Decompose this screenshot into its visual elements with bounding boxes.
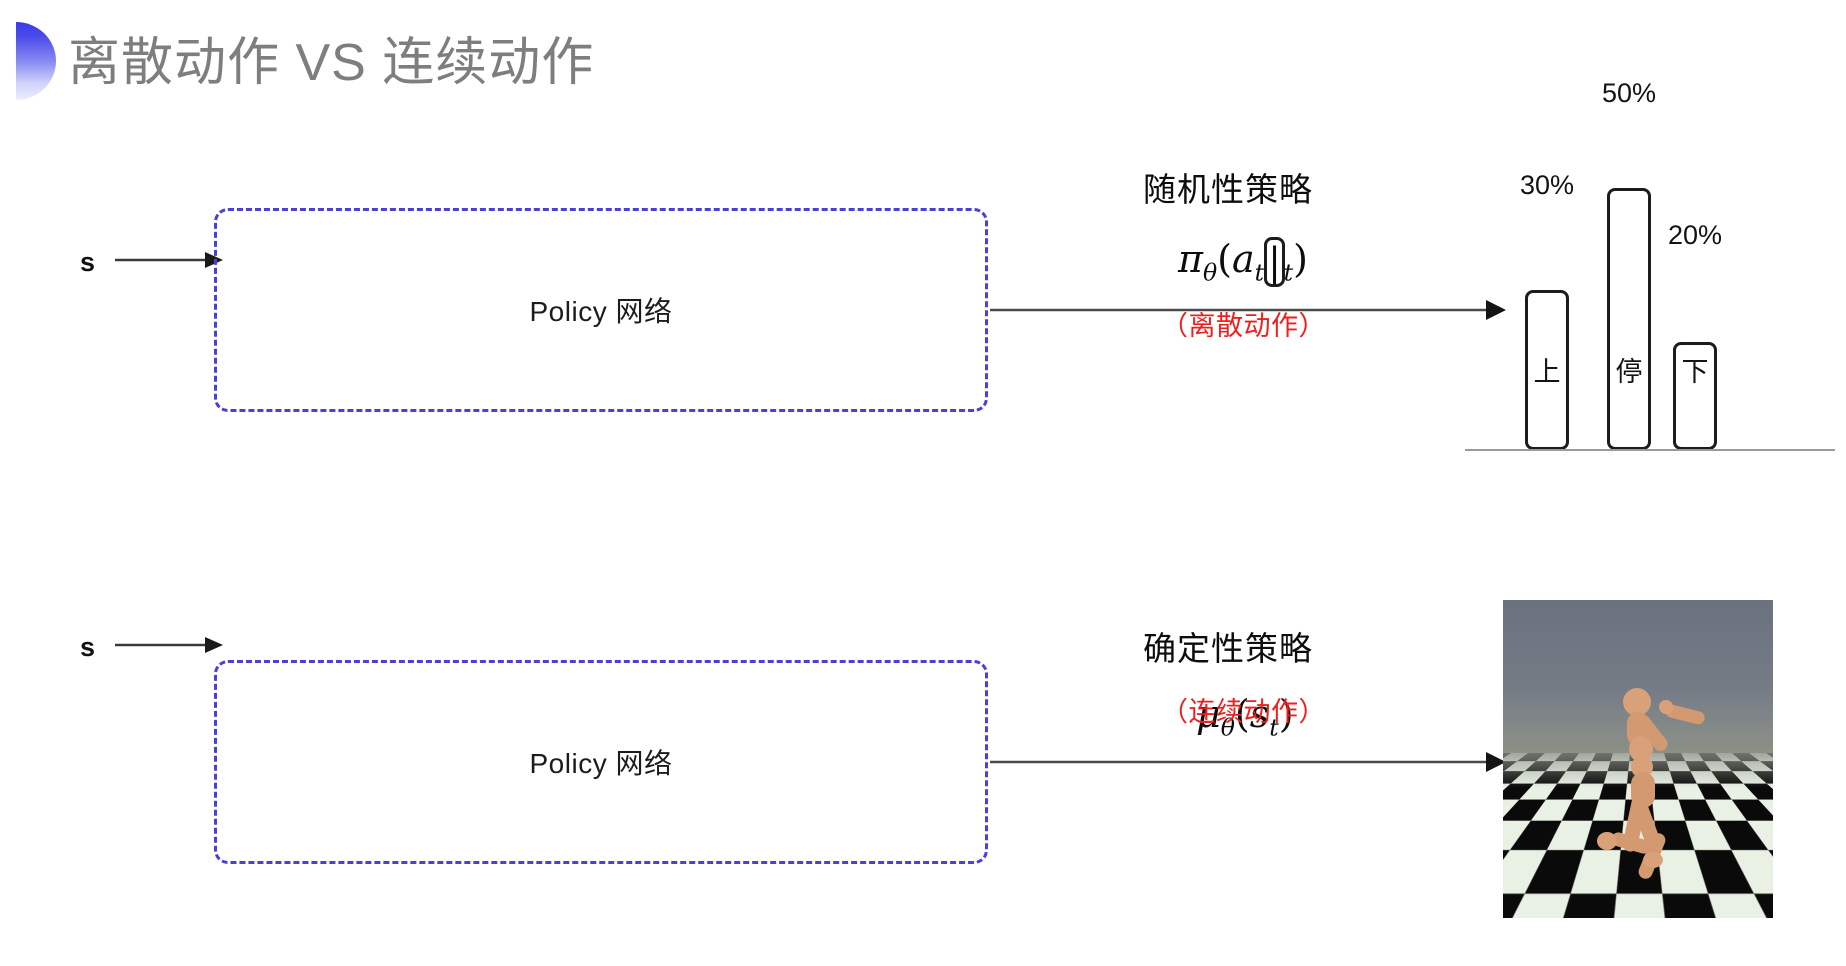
state-arrow-row2: [115, 637, 223, 653]
bar-value-down: 20%: [1667, 220, 1723, 250]
humanoid-simulation-image: [1503, 600, 1773, 918]
policy-network-label-row1: Policy 网络: [529, 296, 673, 327]
policy-network-box-row1[interactable]: Policy 网络: [214, 208, 988, 412]
formula-theta-subscript-2: θ: [1220, 713, 1235, 742]
output-arrow-row1: [990, 300, 1506, 320]
humanoid-head: [1623, 688, 1651, 716]
humanoid-foot-back: [1597, 832, 1617, 850]
page-title: 离散动作 VS 连续动作: [68, 34, 595, 92]
state-input-label-row1: s: [80, 247, 96, 277]
title-decoration-shape: [16, 22, 56, 100]
state-arrow-row1: [115, 252, 223, 268]
formula-state-symbol-2: s: [1249, 692, 1270, 736]
formula-close-paren: ): [1293, 237, 1308, 281]
formula-deterministic-policy: μθ(st): [1196, 692, 1294, 742]
formula-state-subscript: t: [1283, 258, 1294, 287]
formula-action-subscript: t: [1254, 258, 1265, 287]
formula-state-subscript-2: t: [1269, 713, 1279, 742]
formula-conditional-bar: |: [1264, 236, 1285, 287]
policy-network-box-row2[interactable]: Policy 网络: [214, 660, 988, 864]
formula-action-symbol: a: [1232, 237, 1255, 281]
formula-mu-symbol: μ: [1196, 692, 1221, 736]
humanoid-hand: [1659, 700, 1673, 714]
output-arrow-row2: [990, 752, 1506, 772]
formula-open-paren: (: [1217, 237, 1232, 281]
humanoid-figure: [1503, 600, 1773, 918]
action-probability-bar-chart: 30% 50% 20% 上 停 下: [1465, 78, 1835, 451]
formula-stochastic-policy: πθ(at|st): [1178, 236, 1308, 287]
formula-close-paren-2: ): [1278, 692, 1294, 736]
axis-label-stop: 停: [1615, 357, 1643, 387]
formula-theta-subscript: θ: [1202, 258, 1218, 287]
action-type-note-row1: （离散动作）: [1161, 311, 1326, 341]
axis-label-up: 上: [1533, 357, 1561, 387]
policy-network-label-row2: Policy 网络: [529, 748, 673, 779]
policy-kind-label-row1: 随机性策略: [1143, 171, 1313, 208]
bar-value-stop: 50%: [1601, 78, 1657, 108]
chart-baseline-axis: [1465, 449, 1835, 451]
action-type-note-row2: （连续动作）: [1161, 697, 1326, 727]
policy-kind-label-row2: 确定性策略: [1143, 630, 1313, 667]
formula-open-paren-2: (: [1234, 692, 1250, 736]
formula-pi-symbol: π: [1178, 237, 1203, 281]
humanoid-foot-front: [1643, 852, 1663, 868]
bar-down: [1673, 342, 1717, 450]
bar-value-up: 30%: [1519, 170, 1575, 200]
axis-label-down: 下: [1681, 357, 1709, 387]
state-input-label-row2: s: [80, 632, 96, 662]
bar-up: [1525, 290, 1569, 450]
bottom-edge-bar: [0, 958, 1846, 966]
bar-stop: [1607, 188, 1651, 450]
